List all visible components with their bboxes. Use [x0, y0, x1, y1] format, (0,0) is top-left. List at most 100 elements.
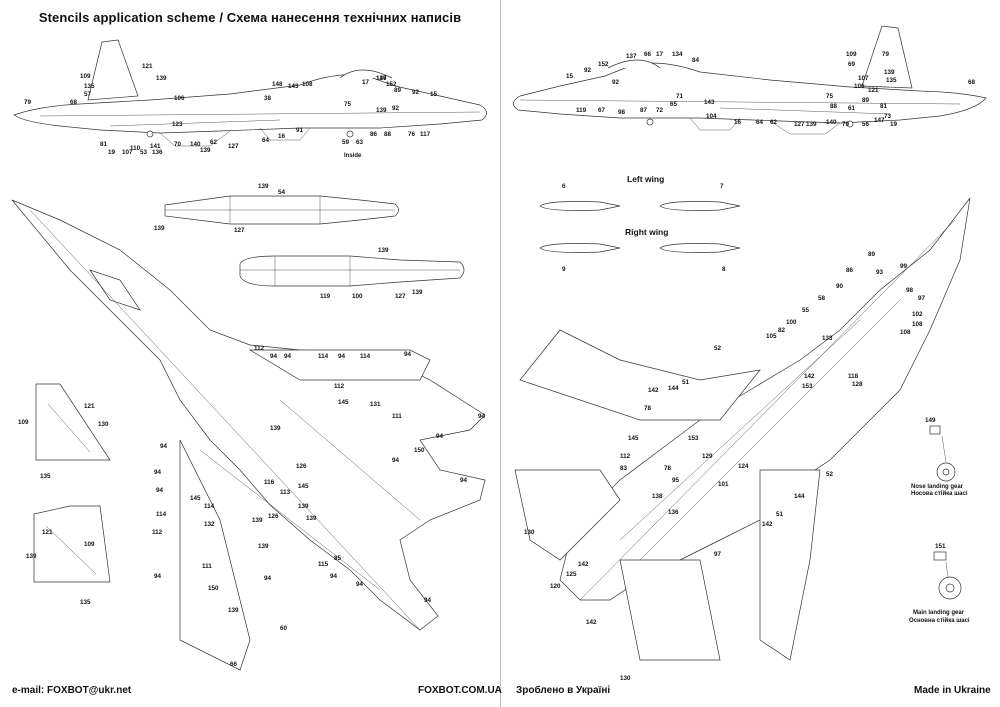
stencil-number: 72	[656, 107, 664, 114]
stencil-number: 94	[160, 443, 168, 450]
stencil-number: 86	[370, 131, 378, 138]
stencil-number: 94	[330, 573, 338, 580]
stencil-number: 139	[258, 543, 269, 550]
stencil-number: 110	[130, 145, 141, 152]
stencil-number: 142	[762, 521, 773, 528]
nose-gear-icon	[929, 425, 956, 482]
stencil-number: 121	[142, 63, 153, 70]
stencil-number: 112	[334, 383, 345, 390]
stencil-number: 60	[280, 625, 288, 632]
stencil-number: 127	[794, 121, 805, 128]
stencil-number: 94	[478, 413, 486, 420]
stencil-number: 94	[392, 457, 400, 464]
stencil-number: 139	[156, 75, 167, 82]
stencil-number: 135	[84, 83, 95, 90]
stencil-number: 144	[668, 385, 679, 392]
stencil-number: 78	[664, 465, 672, 472]
stencil-number: 89	[394, 87, 402, 94]
stencil-number: 139	[258, 183, 269, 190]
stencil-number: 15	[430, 91, 438, 98]
main-gear-number: 151	[935, 543, 946, 550]
stencil-number: 125	[566, 571, 577, 578]
stencil-number: 140	[190, 141, 201, 148]
stencil-number: 127	[395, 293, 406, 300]
stencil-number: 111	[202, 563, 212, 570]
stencil-number: 94	[404, 351, 412, 358]
stencil-number: 19	[890, 121, 898, 128]
stencil-number: 137	[626, 53, 637, 60]
stencil-number: 90	[836, 283, 844, 290]
stencil-number: 106	[854, 83, 865, 90]
stencil-number: 112	[152, 529, 163, 536]
wing-number-9: 9	[562, 266, 566, 273]
stencil-number: 94	[270, 353, 278, 360]
stencil-number: 94	[424, 597, 432, 604]
stencil-number: 91	[296, 127, 304, 134]
stencil-number: 65	[670, 101, 678, 108]
stencil-number: 135	[886, 77, 897, 84]
stencil-number: 97	[918, 295, 926, 302]
stencil-number: 139	[200, 147, 211, 154]
stencil-number: 139	[412, 289, 423, 296]
stencil-number: 139	[306, 515, 317, 522]
nacelle-lower	[239, 255, 465, 287]
stencil-number: 94	[154, 469, 162, 476]
stencil-number: 119	[576, 107, 587, 114]
stencil-number: 97	[714, 551, 722, 558]
stencil-number: 17	[362, 79, 370, 86]
stencil-number: 128	[852, 381, 863, 388]
stencil-number: 118	[848, 373, 859, 380]
footer-made-en: Made in Ukraine	[914, 685, 991, 696]
stencil-number: 88	[830, 103, 838, 110]
stencil-number: 94	[436, 433, 444, 440]
stencil-number: 94	[154, 573, 162, 580]
stencil-number: 51	[776, 511, 784, 518]
stencil-number: 109	[846, 51, 857, 58]
wing-number-6: 6	[562, 183, 566, 190]
stencil-number: 135	[80, 599, 91, 606]
stencil-number: 139	[228, 607, 239, 614]
stencil-number: 52	[714, 345, 722, 352]
stencil-number: 70	[842, 121, 850, 128]
stencil-number: 127	[228, 143, 239, 150]
stencil-number: 114	[360, 353, 371, 360]
stencil-number: 139	[154, 225, 165, 232]
stencil-number: 114	[318, 353, 329, 360]
stencil-number: 119	[320, 293, 331, 300]
page-divider	[500, 0, 501, 707]
stencil-number: 101	[718, 481, 729, 488]
stencil-number: 143	[704, 99, 715, 106]
page-title: Stencils application scheme / Схема нане…	[38, 10, 462, 25]
stencil-number: 108	[912, 321, 923, 328]
stencil-number: 121	[868, 87, 879, 94]
stencil-number: 129	[702, 453, 713, 460]
stencil-number: 135	[40, 473, 51, 480]
stencil-number: 102	[912, 311, 923, 318]
stencil-number: 92	[612, 79, 620, 86]
stencil-number: 64	[262, 137, 270, 144]
stencil-number: 113	[280, 489, 291, 496]
stencil-number: 145	[190, 495, 201, 502]
left-wing-caption: Left wing	[627, 174, 664, 184]
stencil-number: 139	[298, 503, 309, 510]
stencil-number: 92	[412, 89, 420, 96]
right-wing-caption: Right wing	[625, 227, 668, 237]
main-gear-icon	[933, 551, 962, 600]
bottom-view-airframe	[514, 197, 971, 661]
stencil-number: 82	[778, 327, 786, 334]
stencil-number: 146	[376, 75, 387, 82]
stencil-number: 69	[848, 61, 856, 68]
stencil-number: 139	[252, 517, 263, 524]
stencil-number: 121	[42, 529, 53, 536]
wing-number-8: 8	[722, 266, 726, 273]
stencil-number: 94	[284, 353, 292, 360]
stencil-number: 130	[524, 529, 535, 536]
stencil-number: 66	[230, 661, 238, 668]
stencil-number: 89	[868, 251, 876, 258]
stencil-number: 95	[672, 477, 680, 484]
stencil-number: 104	[706, 113, 717, 120]
stencil-number: 136	[152, 149, 163, 156]
